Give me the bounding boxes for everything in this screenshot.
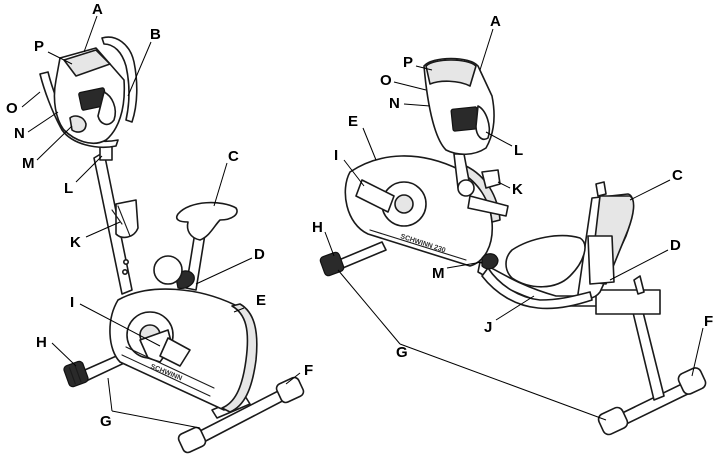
- upright-front-stabilizer: [177, 376, 305, 454]
- upright-seat-assembly: [153, 201, 238, 291]
- upright-console-mast: [39, 36, 138, 295]
- recumbent-callout-l: L: [514, 142, 523, 159]
- leader-lines: [21, 15, 704, 429]
- recumbent-flywheel-housing: SCHWINN 230: [344, 155, 509, 270]
- recumbent-front-stabilizer: [319, 241, 387, 277]
- upright-bottle-holder: [111, 199, 139, 239]
- recumbent-callout-p: P: [403, 54, 413, 71]
- upright-callout-p: P: [34, 38, 44, 55]
- recumbent-callout-j: J: [484, 319, 492, 336]
- recumbent-callout-n: N: [389, 95, 400, 112]
- recumbent-callouts: A P O N L E I K C H D M J F G: [312, 13, 713, 361]
- recumbent-callout-f: F: [704, 313, 713, 330]
- recumbent-rear-stabilizer: [597, 299, 707, 436]
- recumbent-callout-k: K: [512, 181, 523, 198]
- recumbent-callout-i: I: [334, 147, 338, 164]
- recumbent-callout-e: E: [348, 113, 358, 130]
- upright-callout-d: D: [254, 246, 265, 263]
- upright-callout-n: N: [14, 125, 25, 142]
- upright-callout-b: B: [150, 26, 161, 43]
- upright-callout-e: E: [256, 292, 266, 309]
- upright-callout-i: I: [70, 294, 74, 311]
- upright-bike: SCHWINN: [39, 36, 305, 454]
- upright-callout-a: A: [92, 1, 103, 18]
- upright-callout-l: L: [64, 180, 73, 197]
- upright-pedal: [159, 337, 191, 367]
- recumbent-callout-d: D: [670, 237, 681, 254]
- upright-callout-g: G: [100, 413, 112, 430]
- recumbent-callout-h: H: [312, 219, 323, 236]
- recumbent-callout-c: C: [672, 167, 683, 184]
- upright-callout-m: M: [22, 155, 35, 172]
- recumbent-bike: SCHWINN 230: [319, 57, 707, 436]
- recumbent-handlebar: [481, 267, 593, 310]
- upright-callout-k: K: [70, 234, 81, 251]
- recumbent-callout-m: M: [432, 265, 445, 282]
- upright-callout-h: H: [36, 334, 47, 351]
- upright-callout-o: O: [6, 100, 18, 117]
- recumbent-callout-g: G: [396, 344, 408, 361]
- recumbent-callout-a: A: [490, 13, 501, 30]
- recumbent-seat-assembly: [505, 181, 635, 300]
- upright-callout-f: F: [304, 362, 313, 379]
- recumbent-callout-o: O: [380, 72, 392, 89]
- upright-callouts: A P B O N M L C K D E I H F G: [6, 1, 313, 430]
- recumbent-console-mast: [423, 57, 501, 197]
- upright-callout-c: C: [228, 148, 239, 165]
